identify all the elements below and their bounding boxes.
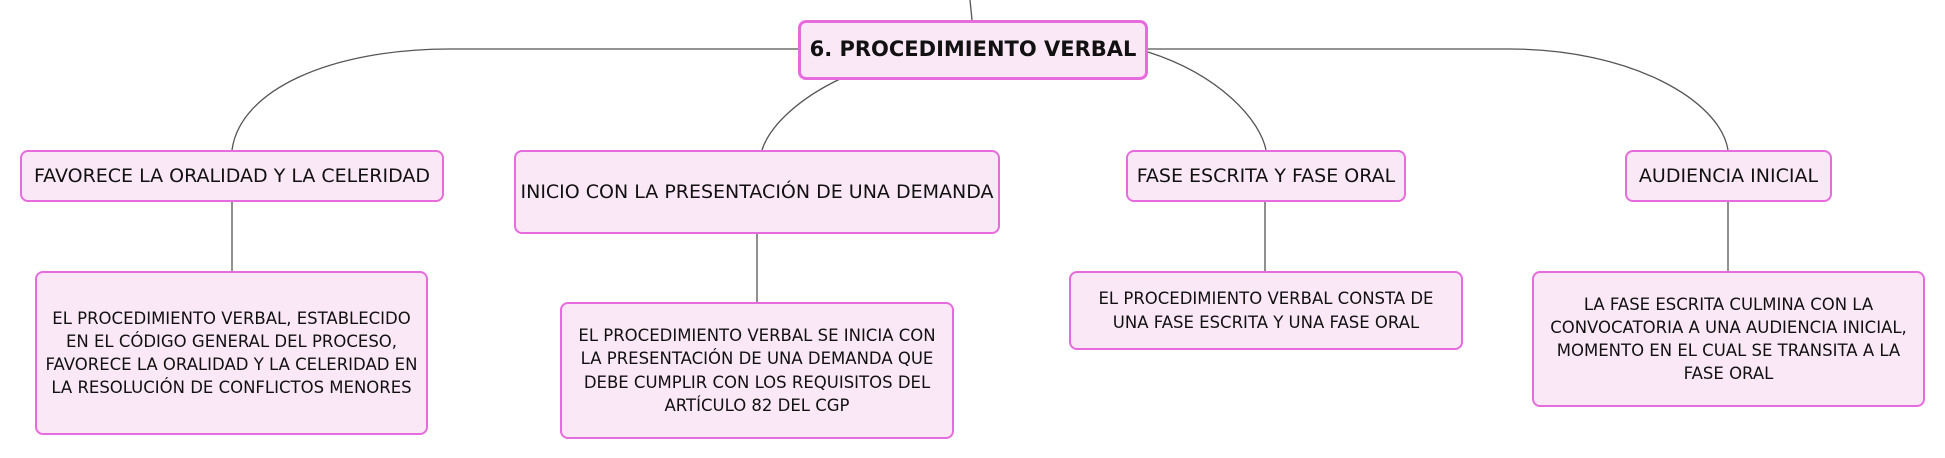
connector-root-branch-1 [231, 48, 800, 151]
detail-node-text: LA FASE ESCRITA CULMINA CON LA CONVOCATO… [1550, 294, 1907, 384]
connector-root-branch-3 [1147, 51, 1267, 151]
branch-node-label: AUDIENCIA INICIAL [1638, 164, 1819, 187]
branch-node-label: INICIO CON LA PRESENTACIÓN DE UNA DEMAND… [520, 180, 994, 203]
detail-node-fases[interactable]: EL PROCEDIMIENTO VERBAL CONSTA DE UNA FA… [1069, 271, 1463, 350]
detail-node-text: EL PROCEDIMIENTO VERBAL SE INICIA CON LA… [578, 326, 936, 415]
detail-node-text: EL PROCEDIMIENTO VERBAL CONSTA DE UNA FA… [1098, 289, 1434, 332]
branch-node-fases[interactable]: FASE ESCRITA Y FASE ORAL [1126, 150, 1406, 202]
branch-node-oralidad[interactable]: FAVORECE LA ORALIDAD Y LA CELERIDAD [20, 150, 444, 202]
detail-node-oralidad[interactable]: EL PROCEDIMIENTO VERBAL, ESTABLECIDO EN … [35, 271, 428, 435]
connector-root-branch-4 [1148, 48, 1729, 151]
connector-root-branch-2 [761, 78, 841, 151]
detail-node-audiencia[interactable]: LA FASE ESCRITA CULMINA CON LA CONVOCATO… [1532, 271, 1925, 407]
branch-node-label: FAVORECE LA ORALIDAD Y LA CELERIDAD [34, 164, 430, 187]
root-node-label: 6. PROCEDIMIENTO VERBAL [809, 37, 1137, 62]
branch-node-label: FASE ESCRITA Y FASE ORAL [1136, 164, 1396, 187]
branch-node-audiencia[interactable]: AUDIENCIA INICIAL [1625, 150, 1832, 202]
branch-node-demanda[interactable]: INICIO CON LA PRESENTACIÓN DE UNA DEMAND… [514, 150, 1000, 234]
root-node[interactable]: 6. PROCEDIMIENTO VERBAL [798, 20, 1148, 80]
connector-root-top [969, 0, 973, 21]
detail-node-text: EL PROCEDIMIENTO VERBAL, ESTABLECIDO EN … [45, 308, 418, 398]
detail-node-demanda[interactable]: EL PROCEDIMIENTO VERBAL SE INICIA CON LA… [560, 302, 954, 439]
